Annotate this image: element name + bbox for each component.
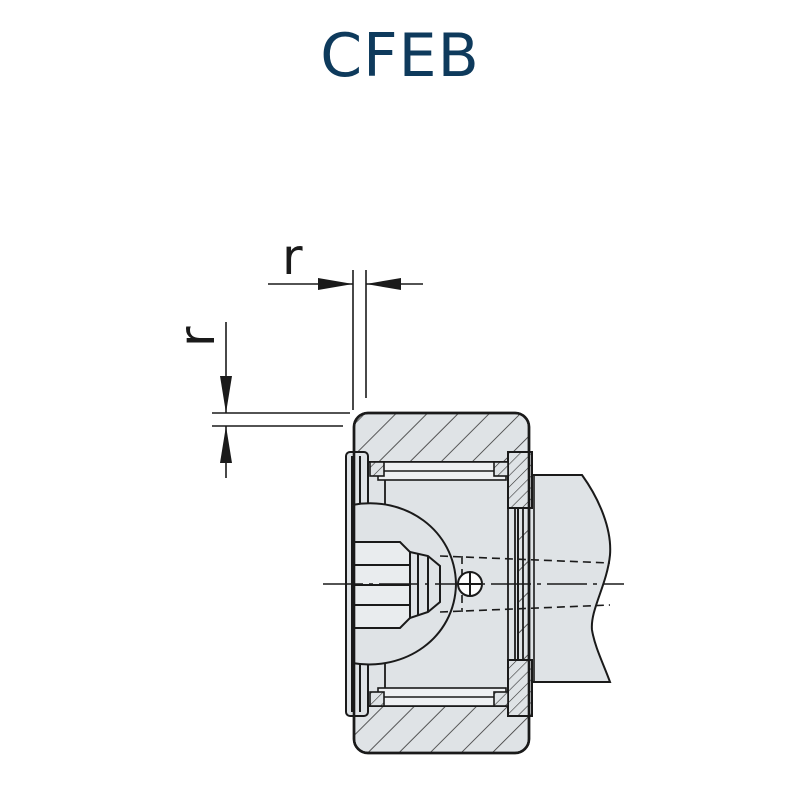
outer-ring-outline bbox=[352, 411, 531, 755]
dimension-label-r-horizontal: r bbox=[282, 228, 303, 286]
dimension-r-vertical bbox=[212, 322, 350, 478]
product-title: CFEB bbox=[320, 21, 480, 91]
dimension-label-r-vertical: r bbox=[168, 326, 226, 347]
stud-shaft bbox=[527, 474, 612, 683]
dimension-r-horizontal bbox=[268, 270, 423, 410]
needle-roller-row-bottom bbox=[377, 687, 507, 707]
seal-left bbox=[369, 461, 509, 707]
needle-roller-row-top bbox=[377, 461, 507, 481]
